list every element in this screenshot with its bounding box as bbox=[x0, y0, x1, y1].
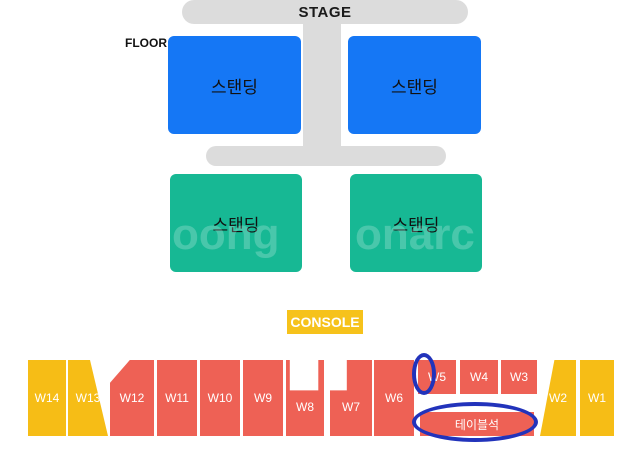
stage-label: STAGE bbox=[298, 3, 352, 21]
seat-section-w8[interactable]: W8 bbox=[286, 360, 324, 436]
zone-label: 스탠딩 bbox=[391, 77, 438, 98]
seat-label: W1 bbox=[588, 391, 606, 405]
seat-section-w14[interactable]: W14 bbox=[28, 360, 66, 436]
stage: STAGE bbox=[182, 0, 468, 24]
seat-section-w10[interactable]: W10 bbox=[200, 360, 240, 436]
seat-section-w1[interactable]: W1 bbox=[580, 360, 614, 436]
seat-section-w2[interactable]: W2 bbox=[540, 360, 576, 436]
seat-label: W2 bbox=[549, 391, 567, 405]
runway-vertical bbox=[303, 22, 341, 152]
seat-section-w3[interactable]: W3 bbox=[501, 360, 537, 394]
seat-label: W8 bbox=[296, 400, 314, 414]
zone-label: 스탠딩 bbox=[211, 77, 258, 98]
seat-section-w13[interactable]: W13 bbox=[68, 360, 108, 436]
seat-label: W6 bbox=[385, 391, 403, 405]
highlight-ring-table bbox=[412, 402, 538, 442]
seat-section-w7[interactable]: W7 bbox=[330, 360, 372, 436]
seat-label: W3 bbox=[510, 370, 528, 384]
seat-section-w4[interactable]: W4 bbox=[460, 360, 498, 394]
seat-section-w11[interactable]: W11 bbox=[157, 360, 197, 436]
seat-label: W13 bbox=[75, 391, 101, 405]
zone-label: 스탠딩 bbox=[212, 215, 260, 236]
seat-label: W10 bbox=[207, 391, 233, 405]
console-label: CONSOLE bbox=[290, 314, 360, 330]
seat-label: W7 bbox=[342, 400, 360, 414]
seat-label: W12 bbox=[119, 391, 145, 405]
zone-label: 스탠딩 bbox=[392, 215, 440, 236]
seat-label: W11 bbox=[165, 391, 189, 405]
standing-zone-front-left[interactable]: 스탠딩 bbox=[168, 36, 301, 134]
seat-label: W4 bbox=[470, 370, 488, 384]
seat-label: W9 bbox=[254, 391, 272, 405]
runway-horizontal bbox=[206, 146, 446, 166]
floor-label: FLOOR bbox=[125, 36, 167, 50]
standing-zone-back-left[interactable]: 스탠딩 bbox=[170, 174, 302, 272]
highlight-ring-small bbox=[412, 353, 436, 395]
seat-section-w6[interactable]: W6 bbox=[374, 360, 414, 436]
seat-section-w12[interactable]: W12 bbox=[110, 360, 154, 436]
standing-zone-back-right[interactable]: 스탠딩 bbox=[350, 174, 482, 272]
seat-section-w9[interactable]: W9 bbox=[243, 360, 283, 436]
seat-label: W14 bbox=[34, 391, 60, 405]
standing-zone-front-right[interactable]: 스탠딩 bbox=[348, 36, 481, 134]
console: CONSOLE bbox=[287, 310, 363, 334]
